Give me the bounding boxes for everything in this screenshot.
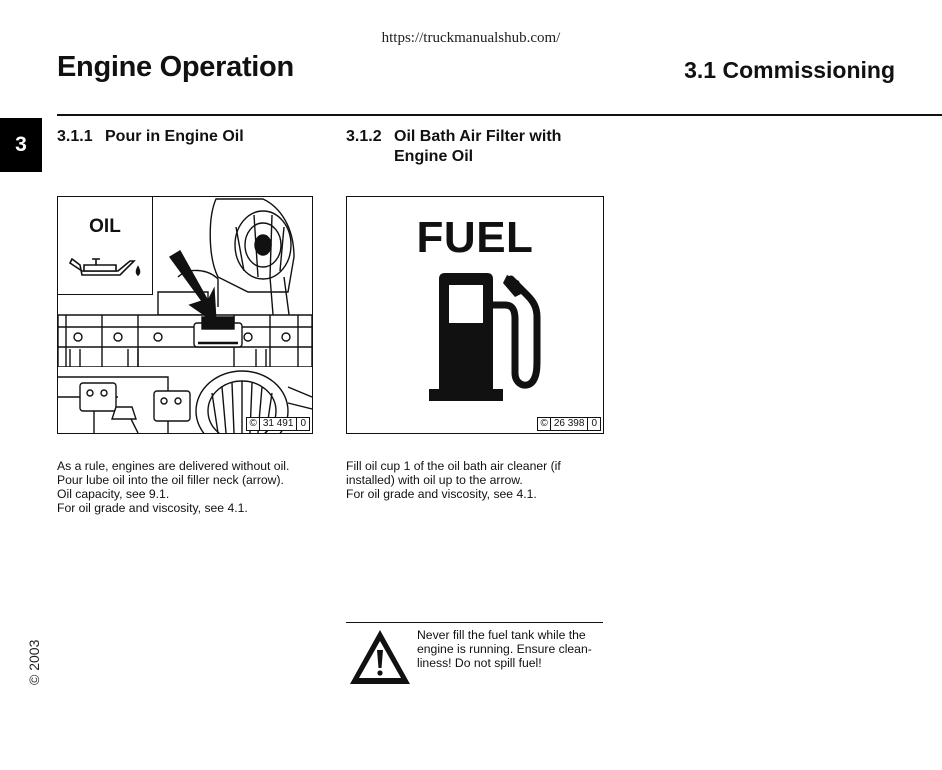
oil-filler-figure: OIL © 31 491 0 [57,196,313,434]
text-line: As a rule, engines are delivered without… [57,459,290,473]
document-title: Engine Operation [57,51,294,83]
figure-reference: © 26 398 0 [537,417,601,431]
chapter-tab: 3 [0,118,42,172]
text-line: For oil grade and viscosity, see 4.1. [57,501,248,515]
oil-can-icon [68,257,141,277]
fuel-pump-icon [429,273,541,401]
copyright-notice: © 2003 [26,639,42,685]
warning-rule [346,622,603,623]
subsection-title-line1: Oil Bath Air Filter with [394,128,562,145]
warning-text: Never fill the fuel tank while the engin… [417,628,592,670]
fuel-label: FUEL [416,213,534,262]
warning-line: liness! Do not spill fuel! [417,656,542,670]
oil-instructions: As a rule, engines are delivered without… [57,459,289,515]
text-line: Oil capacity, see 9.1. [57,487,170,501]
figure-suffix: 0 [587,418,600,430]
copyright-symbol: © [540,418,548,429]
air-filter-instructions: Fill oil cup 1 of the oil bath air clean… [346,459,561,501]
subsection-title: Pour in Engine Oil [105,128,244,145]
section-title: 3.1 Commissioning [684,57,895,83]
subsection-title-line2: Engine Oil [394,148,474,165]
text-line: Fill oil cup 1 of the oil bath air clean… [346,459,561,473]
figure-number: 31 491 [258,418,297,430]
engine-illustration [58,198,312,433]
subsection-heading-3-1-1: 3.1.1 Pour in Engine Oil [57,127,244,147]
header-rule [57,114,942,116]
subsection-number: 3.1.2 [346,128,382,145]
text-line: Pour lube oil into the oil filler neck (… [57,473,284,487]
oil-symbol-box: OIL [58,197,153,295]
subsection-heading-3-1-2: 3.1.2 Oil Bath Air Filter with Engine Oil [346,127,561,167]
warning-line: Never fill the fuel tank while the [417,628,586,642]
oil-label: OIL [89,216,121,237]
copyright-symbol: © [249,418,257,429]
fuel-symbol-figure: FUEL © 26 398 0 [346,196,604,434]
figure-reference: © 31 491 0 [246,417,310,431]
subsection-number: 3.1.1 [57,128,93,145]
warning-line: engine is running. Ensure clean- [417,642,592,656]
warning-triangle-icon [350,630,410,684]
figure-number: 26 398 [549,418,588,430]
text-line: installed) with oil up to the arrow. [346,473,523,487]
source-url[interactable]: https://truckmanualshub.com/ [381,30,561,46]
figure-suffix: 0 [296,418,309,430]
text-line: For oil grade and viscosity, see 4.1. [346,487,537,501]
